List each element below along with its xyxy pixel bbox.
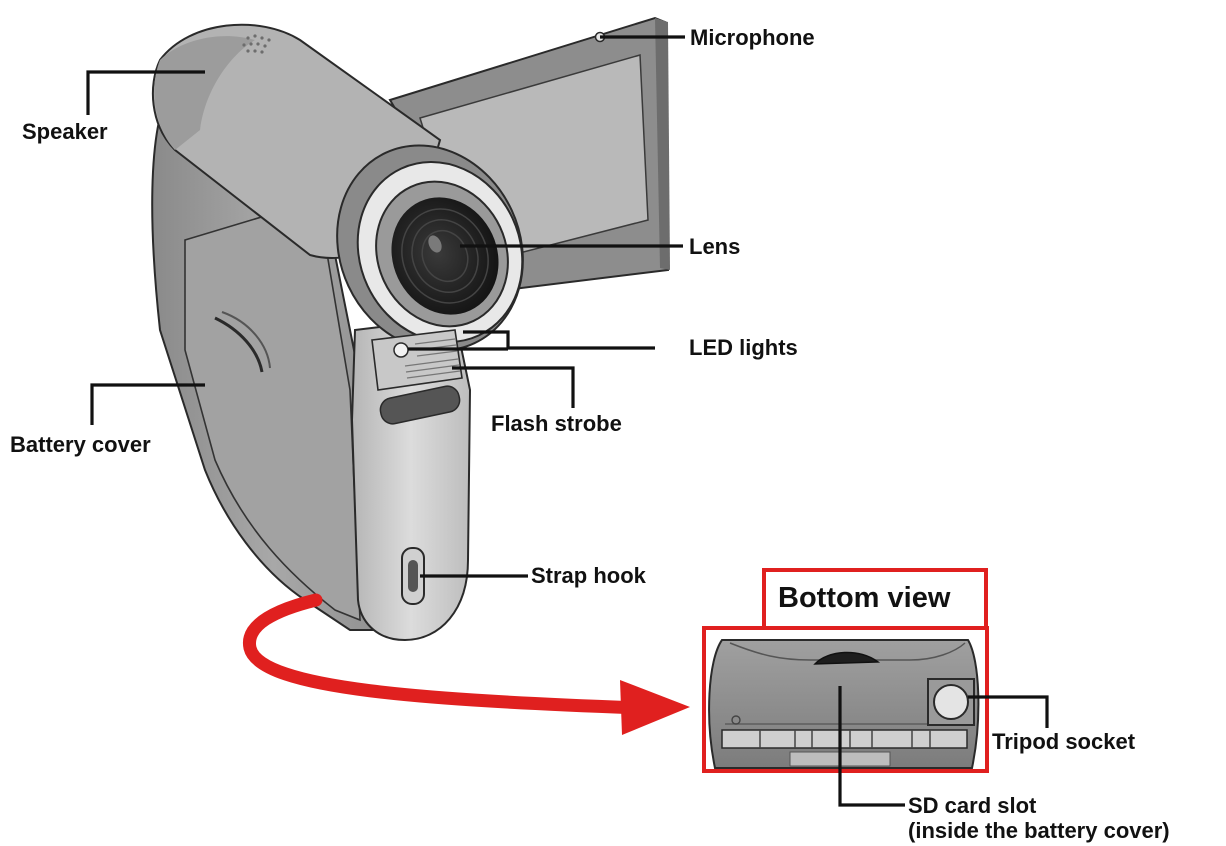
leader-led-lights <box>463 332 655 348</box>
transition-arrow <box>249 600 690 735</box>
label-microphone: Microphone <box>690 25 815 50</box>
tripod-socket <box>928 679 974 725</box>
label-strap-hook: Strap hook <box>531 563 647 588</box>
label-led-lights: LED lights <box>689 335 798 360</box>
label-bottom-view: Bottom view <box>778 582 951 614</box>
label-sd-card-slot-note: (inside the battery cover) <box>908 818 1170 843</box>
label-speaker: Speaker <box>22 119 108 144</box>
label-tripod-socket: Tripod socket <box>992 729 1136 754</box>
camcorder-illustration <box>152 18 670 640</box>
label-flash-strobe: Flash strobe <box>491 411 622 436</box>
label-sd-card-slot: SD card slot <box>908 793 1037 818</box>
label-lens: Lens <box>689 234 740 259</box>
label-battery-cover: Battery cover <box>10 432 151 457</box>
